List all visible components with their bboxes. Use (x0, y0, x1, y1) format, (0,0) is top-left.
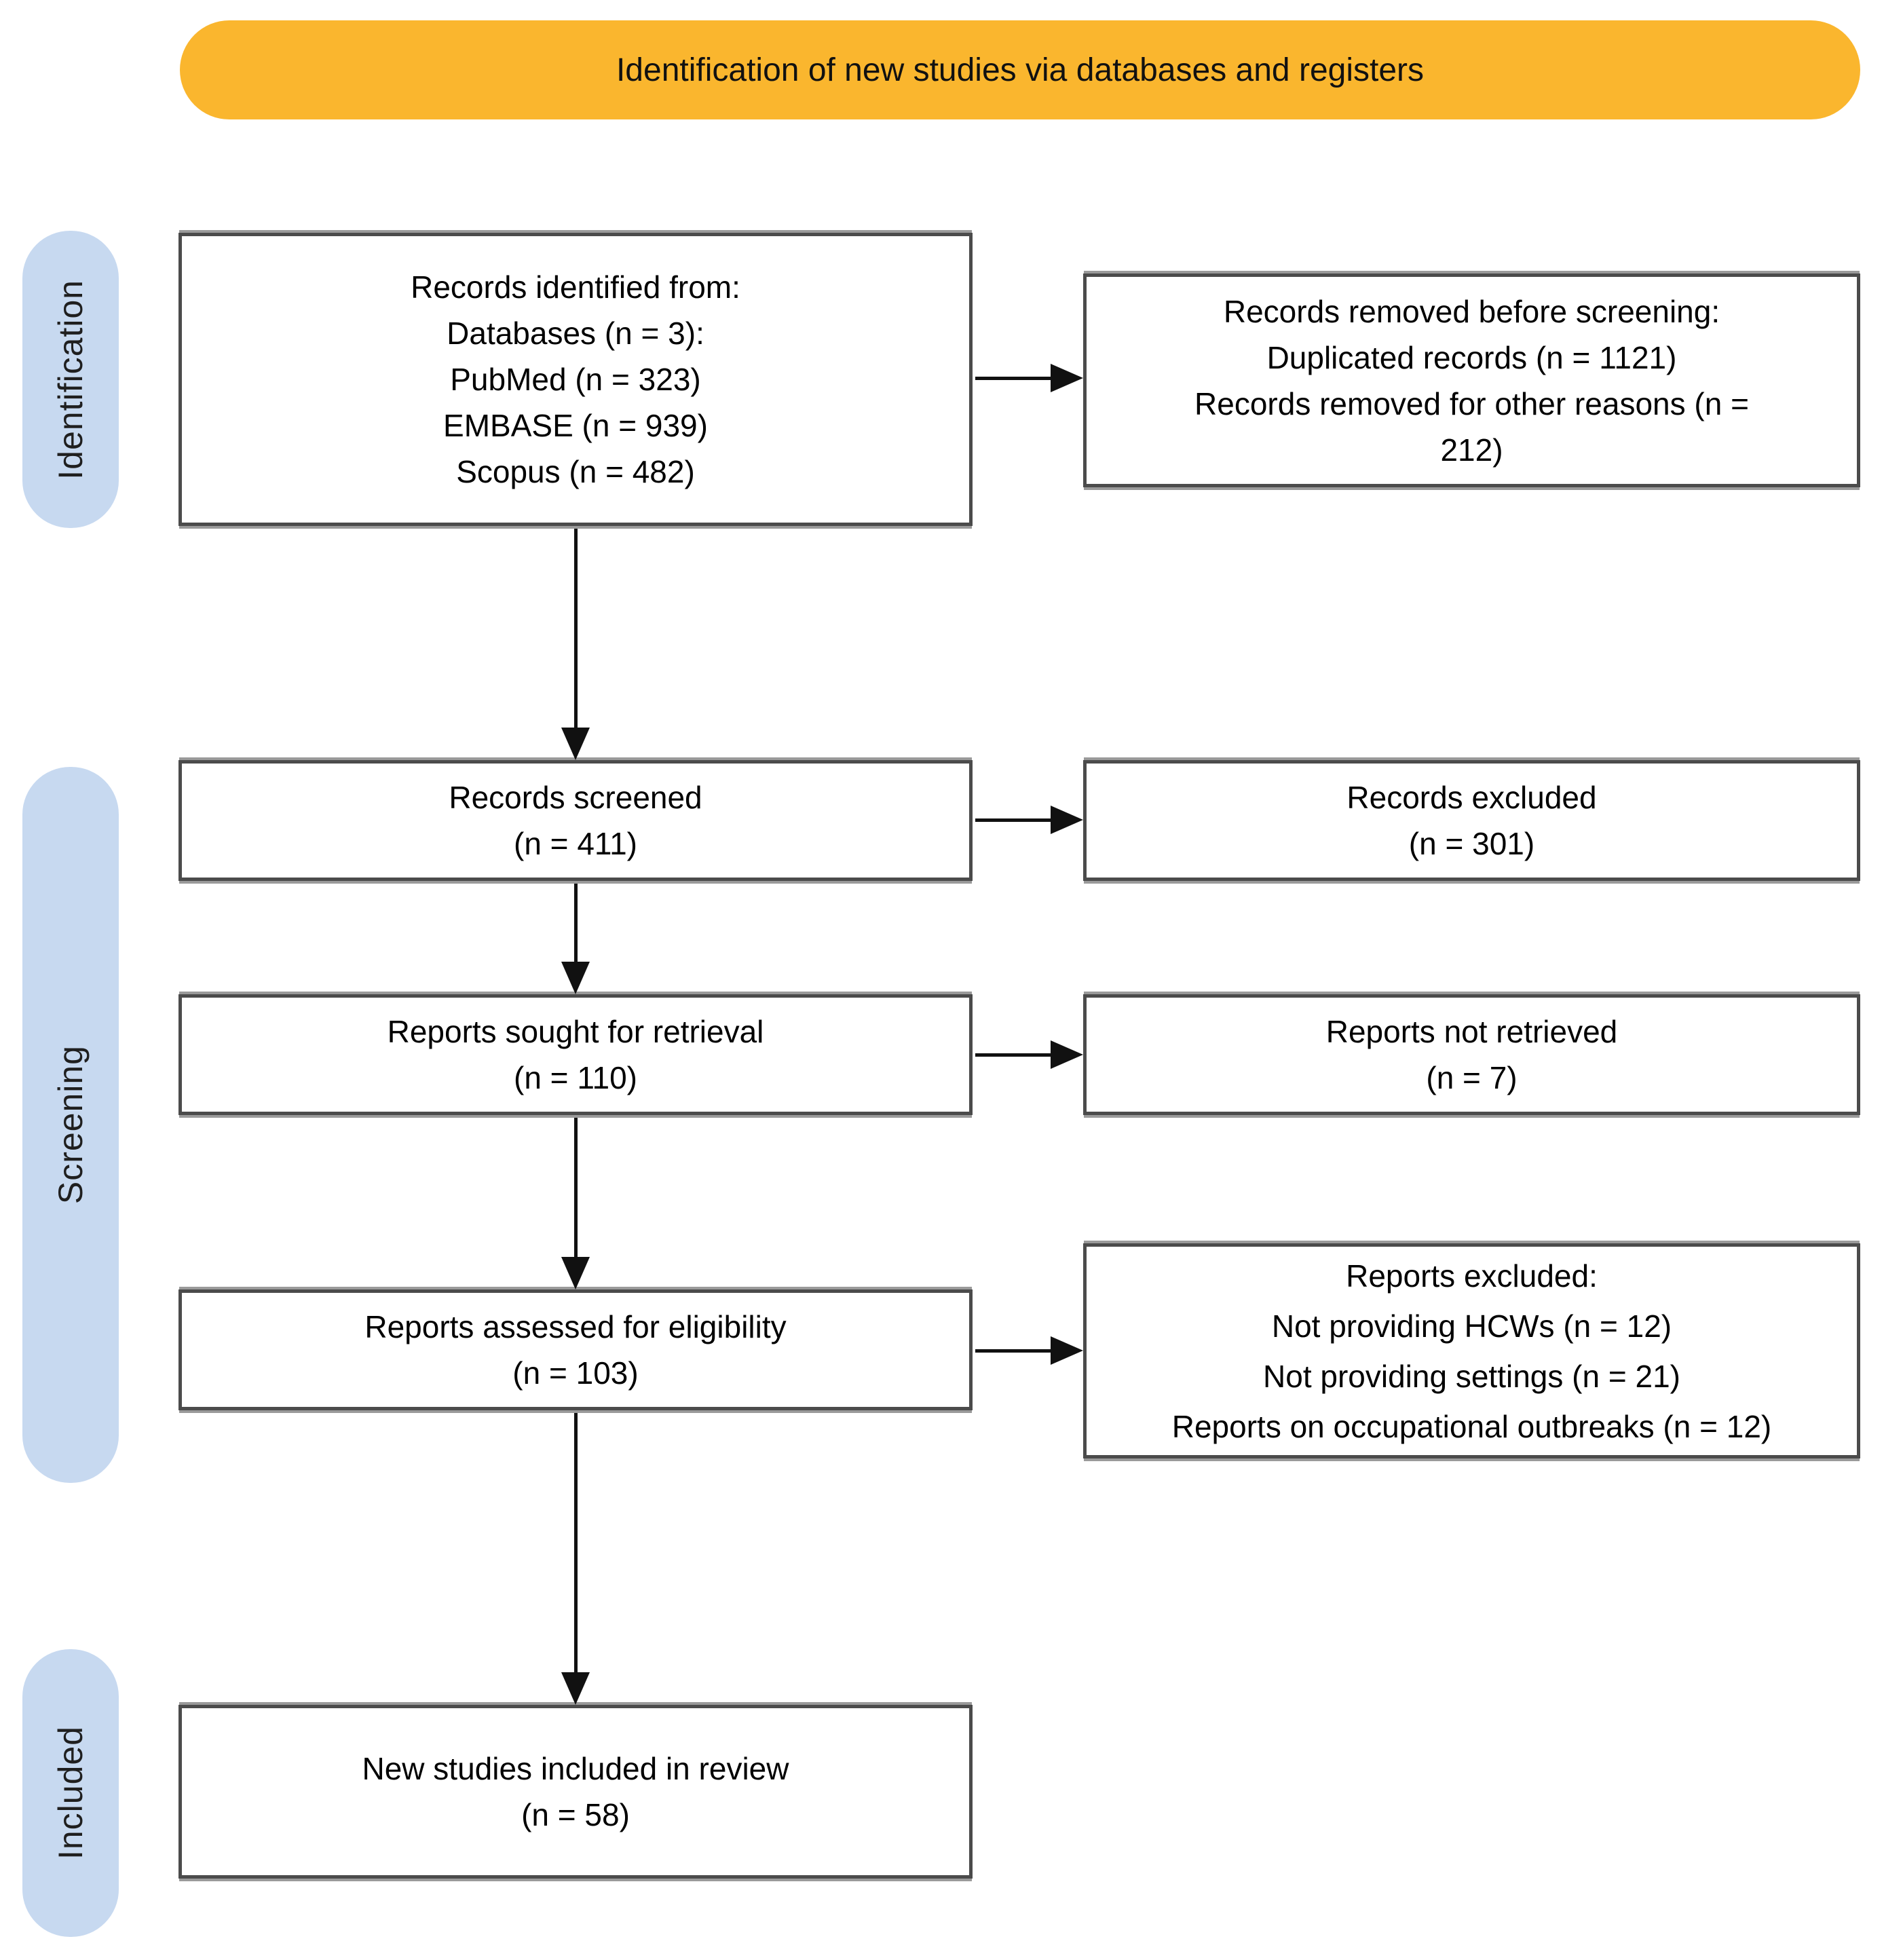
arrow-right-3-line (975, 1053, 1053, 1057)
text-line: Records removed before screening: (1223, 293, 1720, 329)
text-line: (n = 411) (514, 826, 637, 861)
stage-label-identification-text: Identification (52, 279, 90, 480)
arrow-down-4-line (574, 1413, 578, 1674)
arrow-down-1-line (574, 529, 578, 730)
text-line: Records screened (449, 780, 702, 815)
arrow-down-3-head-icon (561, 1257, 590, 1289)
text-line: Not providing settings (n = 21) (1263, 1358, 1680, 1394)
box-records-screened: Records screened (n = 411) (178, 760, 973, 881)
arrow-down-2-head-icon (561, 962, 590, 994)
stage-label-identification: Identification (22, 231, 119, 528)
arrow-right-3-head-icon (1051, 1040, 1083, 1069)
box-reports-sought-for-retrieval: Reports sought for retrieval (n = 110) (178, 994, 973, 1115)
header-banner-label: Identification of new studies via databa… (616, 52, 1425, 88)
text-line: (n = 58) (521, 1797, 630, 1832)
box-reports-excluded: Reports excluded: Not providing HCWs (n =… (1083, 1243, 1860, 1458)
arrow-down-1-head-icon (561, 728, 590, 760)
arrow-right-2-head-icon (1051, 806, 1083, 834)
arrow-right-1-head-icon (1051, 364, 1083, 392)
arrow-right-1-line (975, 377, 1053, 380)
text-line: Records identified from: (411, 269, 740, 305)
box-records-removed-before-screening: Records removed before screening: Duplica… (1083, 274, 1860, 487)
text-line: Duplicated records (n = 1121) (1266, 339, 1677, 375)
text-line: (n = 103) (512, 1355, 639, 1391)
stage-label-screening: Screening (22, 767, 119, 1483)
stage-label-included: Included (22, 1649, 119, 1937)
arrow-right-2-line (975, 818, 1053, 822)
arrow-down-3-line (574, 1118, 578, 1259)
text-line: Reports on occupational outbreaks (n = 1… (1171, 1408, 1772, 1444)
text-line: (n = 110) (514, 1060, 637, 1095)
box-records-excluded: Records excluded (n = 301) (1083, 760, 1860, 881)
text-line: Records removed for other reasons (n = (1194, 385, 1749, 421)
text-line: (n = 301) (1408, 826, 1535, 861)
text-line: Scopus (n = 482) (456, 454, 695, 489)
text-line: EMBASE (n = 939) (443, 408, 708, 443)
arrow-right-4-line (975, 1349, 1053, 1353)
arrow-right-4-head-icon (1051, 1336, 1083, 1365)
arrow-down-2-line (574, 884, 578, 964)
text-line: Databases (n = 3): (447, 316, 704, 351)
text-line: 212) (1440, 432, 1503, 468)
text-line: Reports sought for retrieval (387, 1014, 764, 1049)
text-line: Reports excluded: (1346, 1258, 1598, 1294)
header-banner: Identification of new studies via databa… (180, 20, 1860, 119)
box-reports-assessed-for-eligibility: Reports assessed for eligibility (n = 103… (178, 1289, 973, 1410)
box-reports-not-retrieved: Reports not retrieved (n = 7) (1083, 994, 1860, 1115)
text-line: Reports assessed for eligibility (364, 1309, 787, 1344)
box-records-identified: Records identified from: Databases (n = 3… (178, 233, 973, 526)
text-line: Reports not retrieved (1325, 1014, 1618, 1049)
stage-label-included-text: Included (52, 1726, 90, 1860)
text-line: PubMed (n = 323) (450, 362, 701, 397)
stage-label-screening-text: Screening (52, 1045, 90, 1205)
text-line: New studies included in review (362, 1751, 789, 1786)
text-line: Records excluded (1346, 780, 1597, 815)
arrow-down-4-head-icon (561, 1672, 590, 1705)
box-new-studies-included: New studies included in review (n = 58) (178, 1705, 973, 1879)
text-line: Not providing HCWs (n = 12) (1271, 1308, 1672, 1344)
text-line: (n = 7) (1426, 1060, 1518, 1095)
